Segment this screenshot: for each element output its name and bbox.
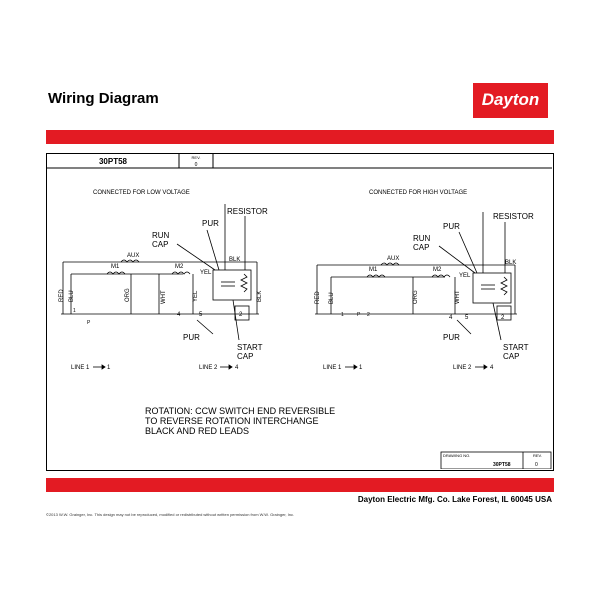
terminal-2: 2 — [239, 312, 243, 318]
m2-label: M2 — [433, 267, 442, 273]
m2-label: M2 — [175, 264, 184, 270]
yel-top-label: YEL — [200, 270, 212, 276]
blu-lead-label: BLU — [69, 290, 75, 302]
terminal-1: 1 — [73, 308, 76, 314]
pur-bottom-label: PUR — [183, 333, 200, 342]
terminal-2a: 2 — [367, 312, 370, 318]
high-voltage-wires — [315, 212, 517, 370]
line-2-label: LINE 2 — [453, 365, 472, 371]
run-cap-label: RUN — [413, 234, 431, 243]
pur-label: PUR — [443, 222, 460, 231]
start-cap-label-2: CAP — [237, 352, 253, 361]
org-lead-label: ORG — [125, 288, 131, 302]
page-title: Wiring Diagram — [48, 90, 159, 107]
terminal-5: 5 — [465, 315, 469, 321]
rev-value-top: 0 — [195, 162, 198, 168]
terminal-4: 4 — [449, 315, 453, 321]
dayton-logo: Dayton — [473, 83, 548, 118]
start-cap-label: START — [503, 343, 529, 352]
high-voltage-heading: CONNECTED FOR HIGH VOLTAGE — [369, 190, 467, 196]
line-1-label: LINE 1 — [323, 365, 342, 371]
terminal-5: 5 — [199, 312, 203, 318]
rotation-note: ROTATION: CCW SWITCH END REVERSIBLE TO R… — [145, 406, 335, 436]
m1-label: M1 — [369, 267, 378, 273]
rev-label-top: REV. — [192, 155, 201, 160]
resistor-label: RESISTOR — [227, 207, 268, 216]
start-cap-label: START — [237, 343, 263, 352]
diagram-frame: 30PT58 REV. 0 CONNECTED FOR LOW VOLTAGE … — [46, 153, 554, 471]
rotation-line-2: TO REVERSE ROTATION INTERCHANGE — [145, 416, 319, 426]
terminal-4: 4 — [177, 312, 181, 318]
run-cap-label-2: CAP — [413, 243, 429, 252]
drawing-no-label: DRAWING NO. — [443, 453, 470, 458]
start-cap-label-2: CAP — [503, 352, 519, 361]
line-2-terminal: 4 — [490, 365, 494, 371]
terminal-1: 1 — [341, 312, 344, 318]
m1-label: M1 — [111, 264, 120, 270]
yel-top-label: YEL — [459, 273, 471, 279]
line-2-terminal: 4 — [235, 365, 239, 371]
red-lead-label: RED — [59, 289, 65, 302]
drawing-no-value: 30PT58 — [493, 462, 511, 468]
rev-value-bottom: 0 — [535, 462, 538, 468]
terminal-p: P — [87, 320, 91, 326]
run-cap-label: RUN — [152, 231, 170, 240]
wht-lead-label: WHT — [161, 290, 167, 304]
copyright-notice: ©2013 W.W. Grainger, Inc. This design ma… — [46, 512, 295, 517]
top-red-band — [46, 130, 554, 144]
wiring-diagram-svg: 30PT58 REV. 0 CONNECTED FOR LOW VOLTAGE … — [47, 154, 552, 469]
title-block-bottom — [440, 451, 552, 469]
company-address: Dayton Electric Mfg. Co. Lake Forest, IL… — [357, 495, 552, 504]
aux-label: AUX — [387, 256, 399, 262]
low-voltage-wires — [61, 204, 259, 370]
line-1-terminal: 1 — [359, 365, 363, 371]
bottom-red-band — [46, 478, 554, 492]
line-1-label: LINE 1 — [71, 365, 90, 371]
blk-top-label: BLK — [229, 257, 240, 263]
model-number: 30PT58 — [99, 157, 128, 166]
line-2-label: LINE 2 — [199, 365, 218, 371]
pur-label: PUR — [202, 219, 219, 228]
rotation-line-1: ROTATION: CCW SWITCH END REVERSIBLE — [145, 406, 335, 416]
pur-bottom-label: PUR — [443, 333, 460, 342]
rev-label-bottom: REV. — [533, 453, 542, 458]
low-voltage-diagram: CONNECTED FOR LOW VOLTAGE RESISTOR PUR R… — [59, 190, 268, 371]
terminal-p: P — [357, 312, 361, 318]
run-cap-label-2: CAP — [152, 240, 168, 249]
title-block-top — [47, 154, 552, 169]
wht-lead-label: WHT — [455, 290, 461, 304]
red-lead-label: RED — [315, 291, 321, 304]
blu-lead-label: BLU — [329, 292, 335, 304]
rotation-line-3: BLACK AND RED LEADS — [145, 426, 249, 436]
yel-side-label: YEL — [193, 290, 199, 302]
high-voltage-diagram: CONNECTED FOR HIGH VOLTAGE RESISTOR PUR … — [315, 190, 534, 371]
terminal-2: 2 — [501, 315, 505, 321]
logo-text: Dayton — [481, 90, 540, 109]
blk-side-label: BLK — [257, 291, 263, 302]
blk-top-label: BLK — [505, 260, 516, 266]
org-lead-label: ORG — [413, 290, 419, 304]
aux-label: AUX — [127, 253, 139, 259]
low-voltage-heading: CONNECTED FOR LOW VOLTAGE — [93, 190, 190, 196]
resistor-label: RESISTOR — [493, 212, 534, 221]
line-1-terminal: 1 — [107, 365, 111, 371]
